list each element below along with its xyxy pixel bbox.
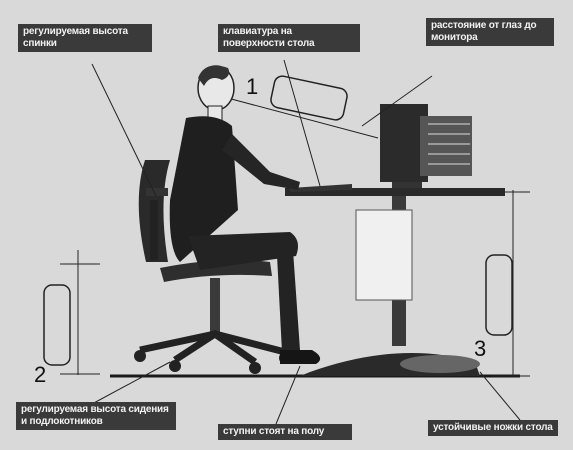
seat-height-frame (44, 285, 70, 365)
sight-line (220, 96, 378, 138)
label-eye-monitor-distance: расстояние от глаз до монитора (426, 18, 554, 46)
marker-2: 2 (34, 362, 46, 388)
monitor (380, 104, 472, 188)
label-feet-on-floor: ступни стоят на полу (218, 424, 352, 440)
label-keyboard-on-desk: клавиатура на поверхности стола (218, 24, 360, 52)
eye-distance-frame (269, 75, 348, 122)
marker-3: 3 (474, 336, 486, 362)
seated-person (170, 66, 320, 364)
desk (285, 188, 505, 376)
label-stable-desk-legs: устойчивые ножки стола (428, 420, 558, 436)
desk-height-frame (486, 255, 512, 335)
label-backrest-height: регулируемая высота спинки (18, 24, 152, 52)
marker-1: 1 (246, 74, 258, 100)
label-seat-armrest-height: регулируемая высота сидения и подлокотни… (16, 402, 176, 430)
